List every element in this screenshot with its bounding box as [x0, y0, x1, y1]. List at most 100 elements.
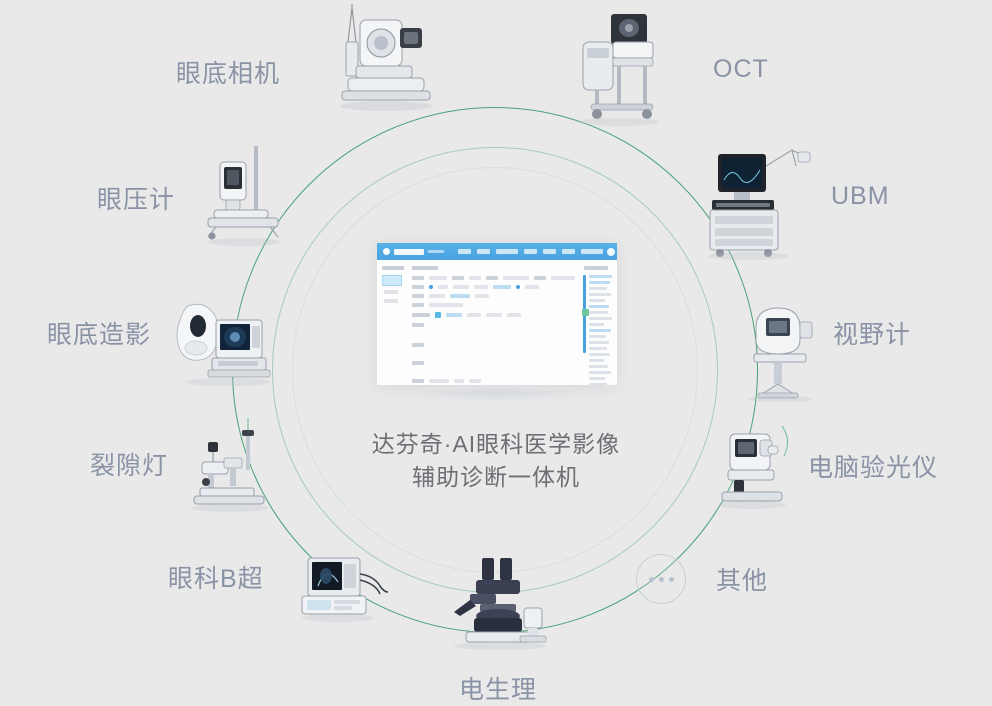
console-tree-item[interactable]	[589, 281, 610, 284]
label-perimeter[interactable]: 视野计	[833, 321, 912, 349]
label-other[interactable]: 其他	[716, 567, 769, 595]
ring-inner	[292, 167, 698, 573]
console-form-row	[412, 303, 575, 307]
console-tree-item[interactable]	[589, 323, 604, 326]
console-field[interactable]	[493, 285, 511, 289]
console-field[interactable]	[503, 276, 529, 280]
console-form-row	[412, 294, 575, 298]
console-field[interactable]	[438, 285, 448, 289]
console-sidebar-item[interactable]	[384, 299, 398, 303]
page-title-line1: 达芬奇·AI眼科医学影像	[371, 431, 621, 457]
console-field[interactable]	[507, 313, 521, 317]
console-field[interactable]	[551, 276, 575, 280]
console-field[interactable]	[429, 276, 447, 280]
label-b-scan-ultrasound[interactable]: 眼科B超	[168, 565, 264, 593]
console-tree-item[interactable]	[589, 299, 605, 302]
tonometer-device	[196, 140, 296, 248]
console-field-label	[412, 276, 424, 280]
oct-device	[555, 8, 665, 128]
console-field-label	[412, 294, 424, 298]
console-tree-item[interactable]	[589, 365, 608, 368]
ellipsis-icon-dot	[668, 576, 674, 582]
console-field[interactable]	[474, 285, 488, 289]
label-fundus-camera[interactable]: 眼底相机	[176, 60, 281, 88]
console-tree-item[interactable]	[589, 335, 606, 338]
console-field[interactable]	[429, 379, 449, 383]
console-field[interactable]	[446, 313, 462, 317]
console-field-label	[412, 379, 424, 383]
console-field[interactable]	[454, 379, 464, 383]
console-field-label	[412, 303, 424, 307]
console-toggle[interactable]	[435, 312, 441, 318]
console-tree-item[interactable]	[589, 359, 604, 362]
console-field-label	[412, 361, 424, 365]
label-slit-lamp[interactable]: 裂隙灯	[90, 452, 169, 480]
console-form-row	[412, 276, 575, 280]
label-ubm[interactable]: UBM	[831, 182, 890, 210]
console-tree-item[interactable]	[589, 341, 609, 344]
console-menu[interactable]	[458, 249, 603, 254]
ubm-device	[700, 138, 820, 260]
console-sidebar-title	[382, 266, 404, 270]
electrophysiology-device	[440, 556, 556, 652]
console-menu-item[interactable]	[581, 249, 603, 254]
central-console-screen	[377, 243, 617, 385]
console-tree-item[interactable]	[589, 329, 611, 332]
console-logo-icon	[383, 248, 390, 255]
console-menu-item[interactable]	[562, 249, 575, 254]
console-brand-subtext	[428, 250, 444, 253]
console-tree-items	[589, 275, 614, 385]
console-tree-item[interactable]	[589, 275, 612, 278]
label-auto-refractometer[interactable]: 电脑验光仪	[808, 454, 939, 482]
other-ellipsis-badge[interactable]	[636, 554, 686, 604]
console-menu-item[interactable]	[458, 249, 471, 254]
console-tree[interactable]	[583, 275, 614, 385]
console-tree-item[interactable]	[589, 377, 605, 380]
console-field-label	[412, 285, 424, 289]
label-electrophysiology[interactable]: 电生理	[459, 676, 538, 704]
console-field[interactable]	[475, 294, 489, 298]
console-status-indicator	[582, 309, 589, 316]
console-field[interactable]	[486, 313, 502, 317]
console-sidebar-item[interactable]	[384, 290, 398, 294]
console-tree-item[interactable]	[589, 311, 608, 314]
console-field[interactable]	[429, 303, 463, 307]
console-tree-item[interactable]	[589, 317, 612, 320]
ellipsis-icon-dot	[648, 576, 654, 582]
console-tree-item[interactable]	[589, 353, 610, 356]
console-menu-item[interactable]	[524, 249, 537, 254]
console-tree-panel	[580, 260, 617, 385]
console-field[interactable]	[469, 379, 481, 383]
console-tree-item[interactable]	[589, 347, 607, 350]
label-oct[interactable]: OCT	[713, 55, 769, 83]
console-tree-item[interactable]	[589, 293, 611, 296]
console-form-row	[412, 361, 575, 365]
console-help-icon[interactable]	[607, 247, 615, 256]
console-field[interactable]	[450, 294, 470, 298]
console-form-row	[412, 323, 575, 327]
console-field[interactable]	[429, 294, 445, 298]
console-menu-item[interactable]	[477, 249, 490, 254]
console-tree-item[interactable]	[589, 287, 607, 290]
console-main-form	[407, 260, 580, 385]
console-radio[interactable]	[429, 285, 433, 289]
console-field[interactable]	[467, 313, 481, 317]
console-field[interactable]	[525, 285, 539, 289]
page-title: 达芬奇·AI眼科医学影像 辅助诊断一体机	[0, 428, 992, 494]
console-field[interactable]	[469, 276, 481, 280]
console-field[interactable]	[453, 285, 469, 289]
monitor-shadow	[408, 387, 586, 401]
label-tonometer[interactable]: 眼压计	[97, 186, 176, 214]
console-menu-item[interactable]	[496, 249, 518, 254]
console-tree-item[interactable]	[589, 305, 609, 308]
label-fundus-angiography[interactable]: 眼底造影	[47, 321, 152, 349]
console-tree-item[interactable]	[589, 383, 607, 385]
console-menu-item[interactable]	[543, 249, 556, 254]
console-field-label	[452, 276, 464, 280]
console-sidebar[interactable]	[377, 260, 407, 385]
console-tree-item[interactable]	[589, 371, 611, 374]
console-sidebar-selected-item[interactable]	[382, 275, 402, 286]
console-brand-text	[394, 248, 424, 255]
console-header-bar	[377, 243, 617, 260]
console-radio[interactable]	[516, 285, 520, 289]
